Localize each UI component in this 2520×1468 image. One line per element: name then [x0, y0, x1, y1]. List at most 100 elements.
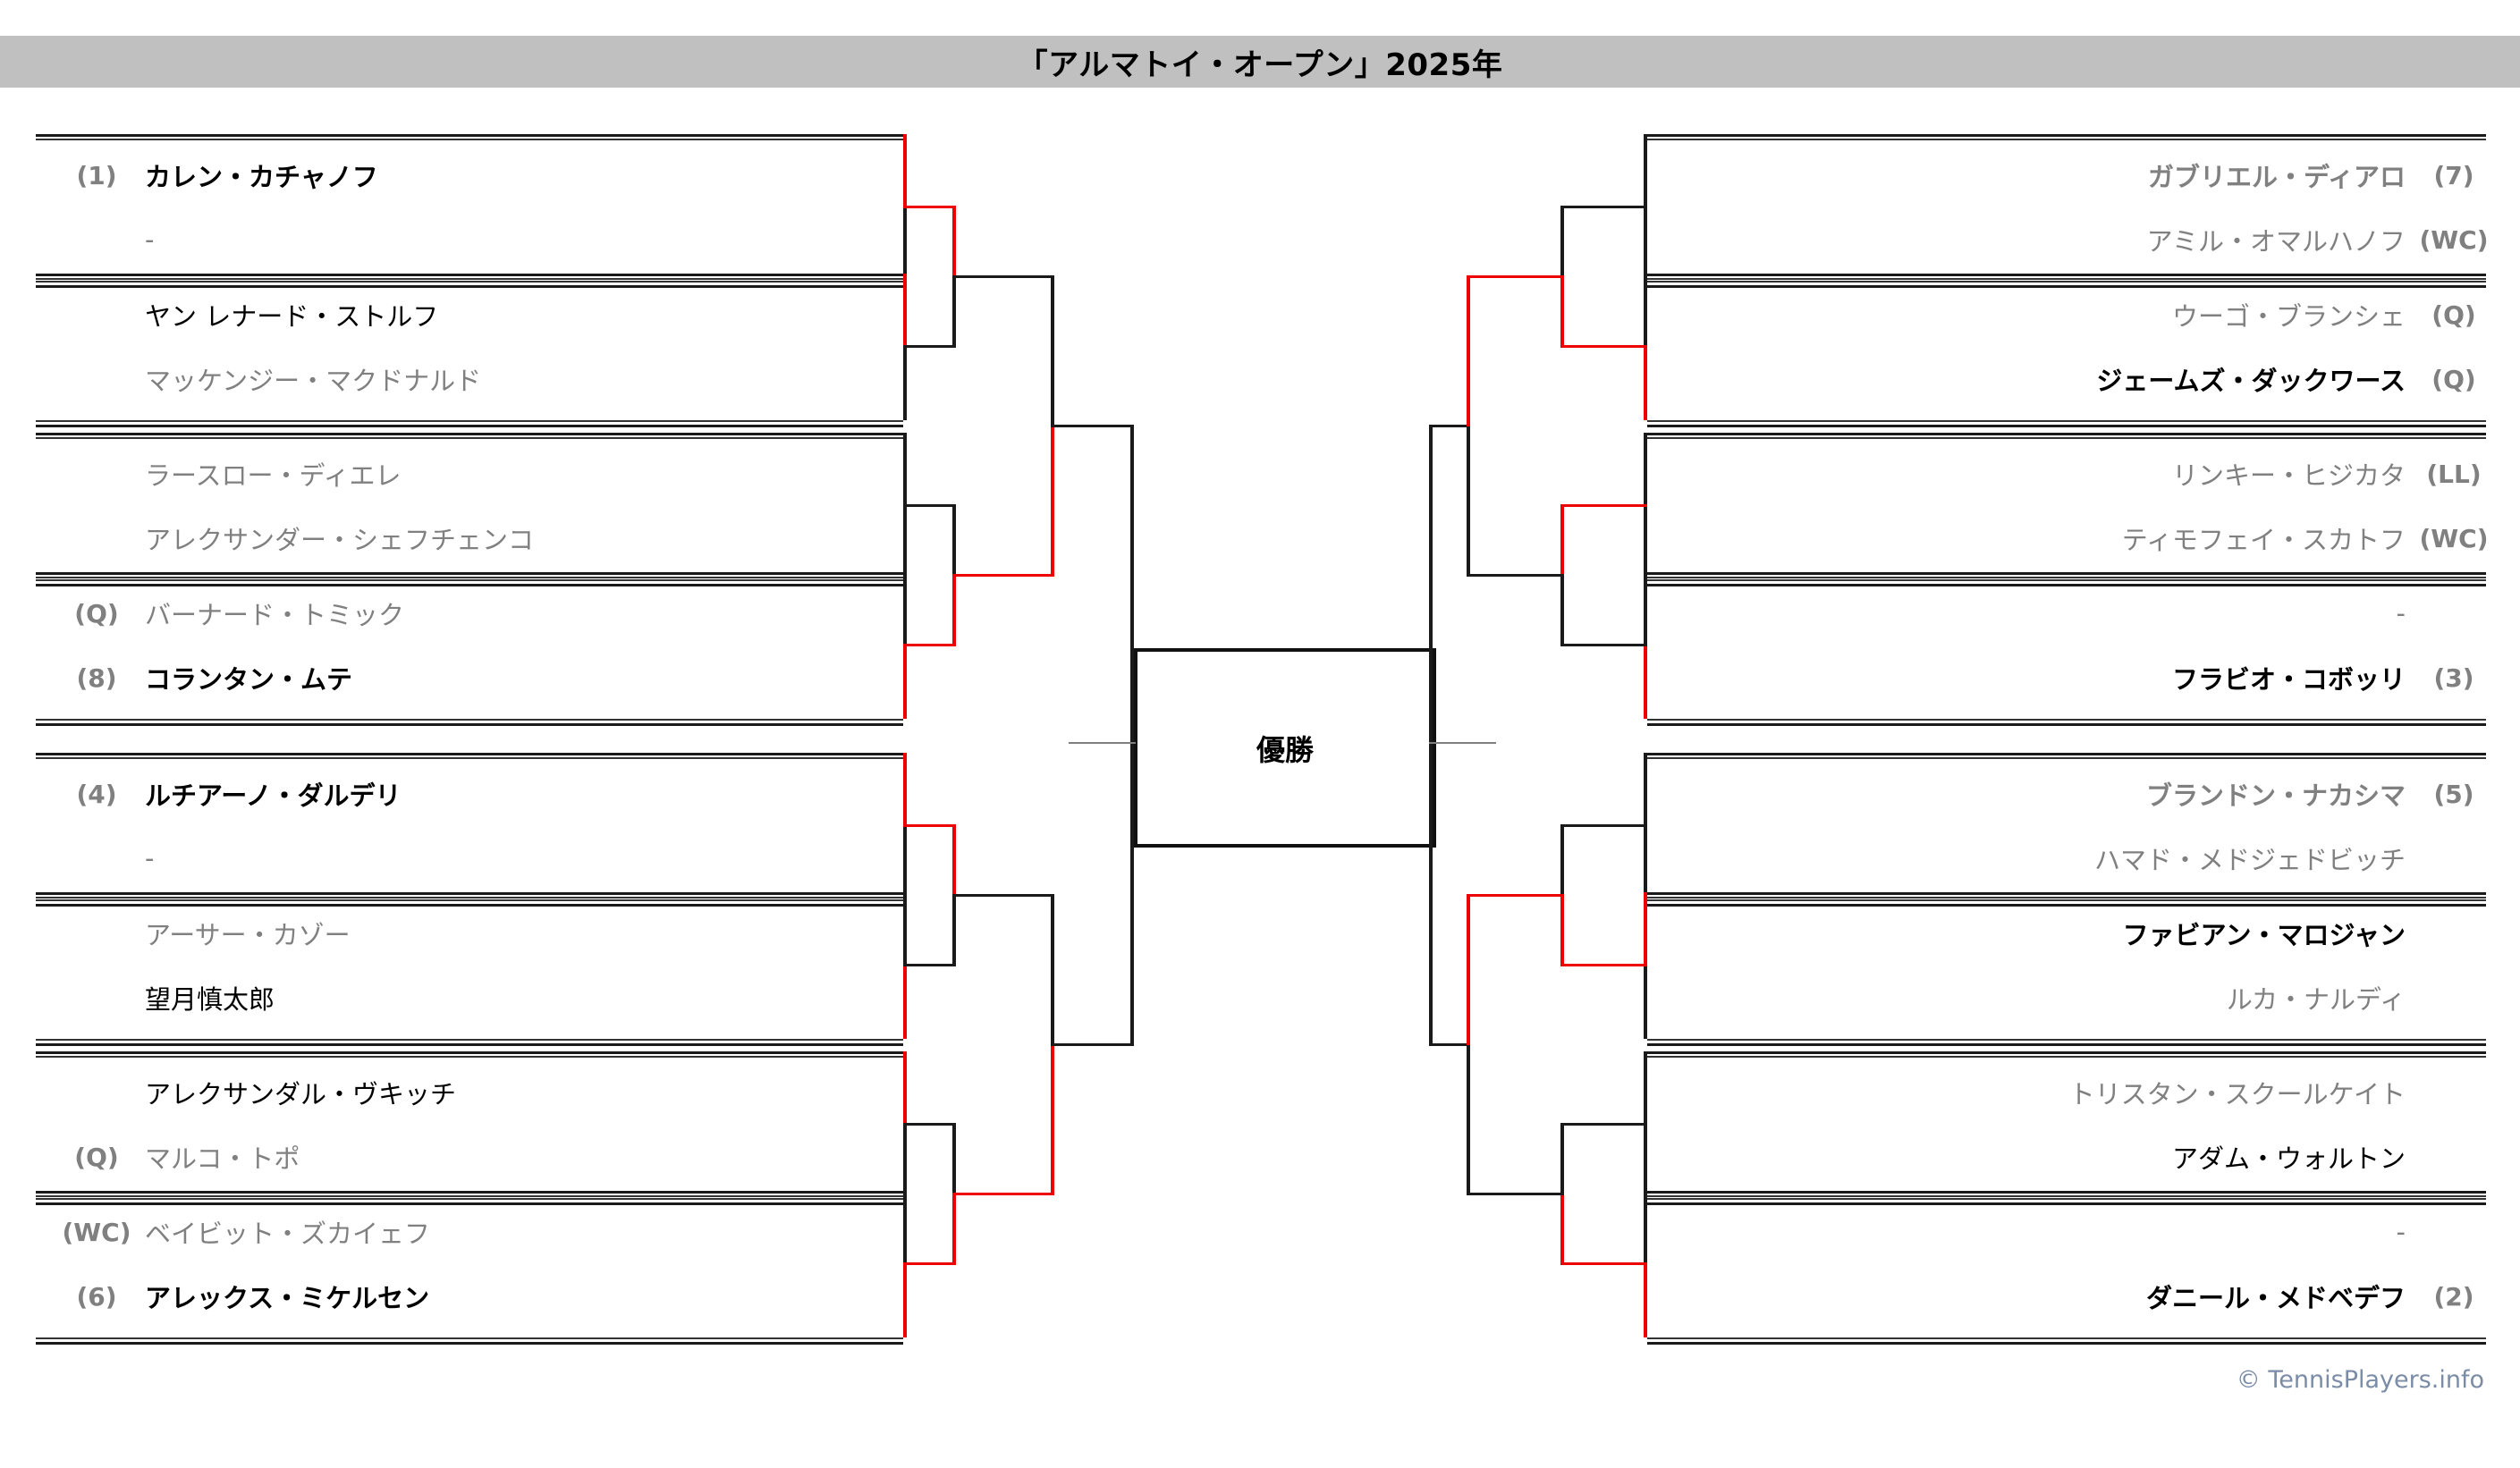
bracket-connector-line: [1560, 576, 1564, 645]
bracket-connector-line: [36, 1202, 903, 1205]
bracket-connector-line: [1647, 892, 2486, 895]
bracket-connector-line: [1560, 896, 1564, 966]
player-row[interactable]: (4) ルチアーノ・ダルデリ: [54, 774, 903, 814]
bracket-connector-line: [1560, 1125, 1564, 1194]
bracket-connector-line: [36, 1043, 903, 1046]
player-row[interactable]: (Q)バーナード・トミック: [54, 594, 903, 633]
player-row[interactable]: (LL)リンキー・ヒジカタ: [1647, 454, 2497, 494]
bracket-connector-line: [1647, 897, 2486, 899]
player-row[interactable]: ルカ・ナルディ: [1647, 978, 2497, 1017]
bracket-connector-line: [903, 207, 907, 281]
player-name: ルカ・ナルディ: [2226, 984, 2406, 1015]
bracket-connector-line: [1560, 207, 1564, 277]
player-name: ファビアン・マロジャン: [2122, 920, 2406, 950]
player-row[interactable]: ラースロー・ディエレ: [54, 454, 903, 494]
player-row[interactable]: ヤン レナード・ストルフ: [54, 295, 903, 334]
player-row[interactable]: (1)カレン・カチャノフ: [54, 156, 903, 195]
bracket-connector-line: [903, 824, 956, 827]
bracket-connector-line: [1647, 1342, 2486, 1345]
player-row[interactable]: 望月慎太郎: [54, 978, 903, 1017]
bracket-connector-line: [1647, 281, 2486, 283]
bracket-connector-line: [36, 433, 903, 435]
player-name: ルチアーノ・ダルデリ: [145, 780, 402, 811]
player-seed: (7): [2433, 160, 2474, 190]
bracket-connector-line: [1051, 1045, 1054, 1194]
bracket-connector-line: [903, 206, 956, 208]
player-row[interactable]: (8)コランタン・ムテ: [54, 658, 903, 697]
player-name: アレクサンダル・ヴキッチ: [145, 1079, 457, 1109]
player-row[interactable]: (5)ブランドン・ナカシマ: [1647, 774, 2497, 814]
bracket-connector-line: [1644, 207, 1647, 281]
bracket-connector-line: [36, 437, 903, 439]
bracket-connector-line: [903, 1264, 907, 1337]
bracket-connector-line: [1051, 426, 1054, 576]
bracket-connector-line: [1560, 504, 1647, 507]
player-row[interactable]: (Q)ウーゴ・ブランシェ: [1647, 295, 2497, 334]
player-row[interactable]: アレクサンダル・ヴキッチ: [54, 1073, 903, 1112]
page-title: 「アルマトイ・オープン」2025年: [1017, 46, 1503, 83]
player-name: ウーゴ・ブランシェ: [2171, 301, 2406, 332]
bracket-connector-line: [1647, 899, 2486, 901]
player-row[interactable]: -: [54, 220, 903, 259]
player-name: マッケンジー・マクドナルド: [145, 366, 482, 396]
bracket-connector-line: [1647, 757, 2486, 759]
bracket-connector-line: [952, 826, 956, 896]
player-row[interactable]: トリスタン・スクールケイト: [1647, 1073, 2497, 1112]
bracket-connector-line: [1467, 894, 1564, 897]
bracket-connector-line: [1644, 892, 1647, 966]
bracket-connector-line: [1560, 277, 1564, 347]
bracket-connector-line: [1644, 966, 1647, 1039]
bracket-connector-line: [952, 277, 956, 347]
player-row[interactable]: (Q)ジェームズ・ダックワース: [1647, 359, 2497, 399]
bracket-connector-line: [1647, 1056, 2486, 1058]
bracket-connector-line: [1560, 1123, 1647, 1126]
player-row[interactable]: ハマド・メドジェドビッチ: [1647, 839, 2497, 878]
bracket-connector-line: [36, 892, 903, 895]
bracket-connector-line: [1130, 426, 1134, 1045]
player-name: ジェームズ・ダックワース: [2096, 366, 2406, 396]
player-row[interactable]: (WC)ベイビット・ズカイェフ: [54, 1212, 903, 1252]
bracket-connector-line: [1647, 420, 2486, 422]
bracket-connector-line: [36, 1342, 903, 1345]
player-name: ダニール・メドベデフ: [2145, 1283, 2406, 1313]
player-row[interactable]: アレクサンダー・シェフチェンコ: [54, 519, 903, 558]
bracket-connector-line: [952, 1194, 956, 1264]
bracket-connector-line: [1467, 1193, 1564, 1195]
player-name: 望月慎太郎: [145, 984, 275, 1015]
player-name: バーナード・トミック: [145, 600, 405, 630]
bracket-connector-line: [36, 420, 903, 422]
bracket-connector-line: [36, 139, 903, 140]
bracket-connector-line: [1647, 278, 2486, 280]
player-row[interactable]: (WC)アミル・オマルハノフ: [1647, 220, 2497, 259]
player-row[interactable]: (6)アレックス・ミケルセン: [54, 1277, 903, 1316]
player-row[interactable]: -: [1647, 594, 2497, 633]
bracket-connector-line: [1647, 1202, 2486, 1205]
player-row[interactable]: -: [1647, 1212, 2497, 1252]
bracket-connector-line: [952, 894, 1054, 897]
bracket-connector-line: [1644, 433, 1647, 506]
player-row[interactable]: アダム・ウォルトン: [1647, 1137, 2497, 1177]
player-row[interactable]: マッケンジー・マクドナルド: [54, 359, 903, 399]
player-row[interactable]: (Q)マルコ・トポ: [54, 1137, 903, 1177]
bracket-connector-line: [1051, 1043, 1134, 1046]
player-row[interactable]: ファビアン・マロジャン: [1647, 914, 2497, 953]
bracket-connector-line: [36, 579, 903, 581]
bracket-connector-line: [903, 433, 907, 506]
player-row[interactable]: アーサー・カゾー: [54, 914, 903, 953]
player-row[interactable]: (3)フラビオ・コボッリ: [1647, 658, 2497, 697]
bracket-connector-line: [36, 278, 903, 280]
player-name: トリスタン・スクールケイト: [2068, 1079, 2406, 1109]
player-row[interactable]: (2)ダニール・メドベデフ: [1647, 1277, 2497, 1316]
bracket-connector-line: [952, 576, 956, 645]
player-name: アダム・ウォルトン: [2171, 1143, 2406, 1174]
bracket-connector-line: [1429, 742, 1496, 744]
bracket-connector-line: [36, 1191, 903, 1194]
player-row[interactable]: -: [54, 839, 903, 878]
bracket-connector-line: [1051, 425, 1134, 427]
player-seed: (4): [76, 779, 117, 809]
bracket-connector-line: [36, 753, 903, 755]
player-row[interactable]: (WC)ティモフェイ・スカトフ: [1647, 519, 2497, 558]
player-row[interactable]: (7)ガブリエル・ディアロ: [1647, 156, 2497, 195]
bracket-connector-line: [1647, 584, 2486, 586]
bracket-connector-line: [1644, 506, 1647, 579]
